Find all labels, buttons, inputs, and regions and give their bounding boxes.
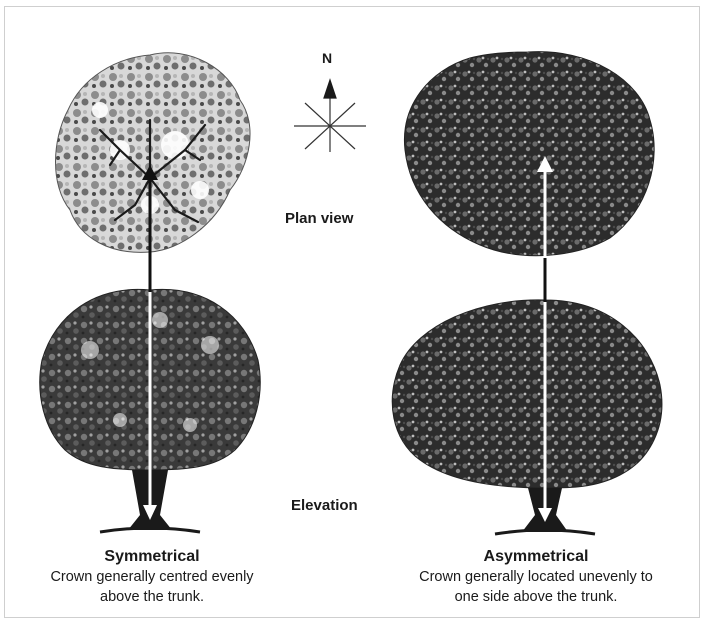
asymmetrical-desc-line2: one side above the trunk. (378, 587, 694, 607)
compass-north-label: N (322, 50, 332, 66)
left-plan-canopy (56, 53, 251, 253)
asymmetrical-desc-line1: Crown generally located unevenly to (378, 567, 694, 587)
asymmetrical-title: Asymmetrical (378, 547, 694, 567)
symmetrical-title: Symmetrical (22, 547, 282, 567)
plan-view-label: Plan view (285, 210, 353, 227)
compass-rose-icon (294, 80, 366, 152)
right-elevation-tree (392, 300, 662, 534)
symmetrical-desc-line2: above the trunk. (22, 587, 282, 607)
symmetrical-desc-line1: Crown generally centred evenly (22, 567, 282, 587)
symmetrical-caption: Symmetrical Crown generally centred even… (22, 547, 282, 607)
elevation-label: Elevation (291, 497, 358, 514)
asymmetrical-caption: Asymmetrical Crown generally located une… (378, 547, 694, 607)
right-plan-canopy (404, 52, 654, 256)
